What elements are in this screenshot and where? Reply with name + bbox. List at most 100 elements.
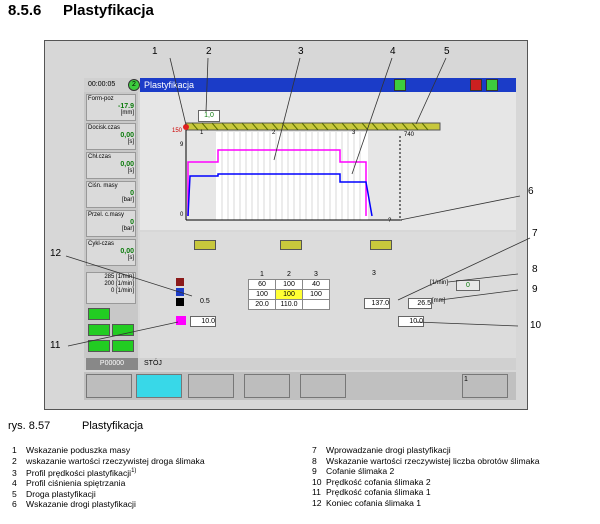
- section-heading: 8.5.6 Plastyfikacja: [8, 2, 154, 19]
- status-code: P00000: [86, 358, 138, 370]
- callout-10: 10: [530, 320, 542, 331]
- callout-1: 1: [152, 46, 158, 57]
- profile-table: 1 2 3 60 100 40 100 100 100 20.0 110.0: [248, 270, 330, 310]
- nozzle-button[interactable]: [88, 340, 110, 352]
- table-header: 3: [314, 271, 318, 278]
- softkey-injection[interactable]: [86, 374, 132, 398]
- speed-profile-line: [187, 149, 367, 216]
- callout-9: 9: [532, 284, 538, 295]
- plasticizing-plot-area: 1,0 150 740 1 2 3 9 0 ?: [140, 92, 516, 230]
- cushion-indicator: [183, 124, 189, 130]
- screw-icon: [194, 240, 216, 250]
- screw-thread: [191, 122, 429, 131]
- left-value-box: Form-poz-17.9[mm]: [86, 94, 136, 121]
- figure-caption: rys. 8.57 Plastyfikacja: [8, 420, 143, 432]
- speed-box: 285 [1/min] 200 [1/min] 0 [1/min]: [86, 272, 136, 304]
- status-text: STÓJ: [144, 360, 162, 367]
- heating-button[interactable]: [112, 340, 134, 352]
- softkey-screw-up[interactable]: [244, 374, 290, 398]
- callout-6: 6: [528, 186, 534, 197]
- window-titlebar: 00:00:05 2 Plastyfikacja: [84, 78, 516, 92]
- marker-2: 2: [272, 130, 276, 136]
- screw-icon: [370, 240, 392, 250]
- screw-icon: [280, 240, 302, 250]
- softkey-bar: 1: [84, 372, 516, 400]
- clock: 00:00:05: [84, 78, 140, 92]
- mode-badge: 2: [128, 79, 140, 91]
- table-cell[interactable]: [302, 299, 330, 310]
- table-header: 2: [287, 271, 291, 278]
- retract2-input[interactable]: 26.5: [408, 298, 432, 309]
- stroke-display: ?: [388, 218, 392, 224]
- figure-number: rys. 8.57: [8, 420, 51, 432]
- callout-3: 3: [298, 46, 304, 57]
- footnote-mark: 1): [131, 468, 137, 474]
- stop-icon[interactable]: [470, 79, 482, 91]
- callout-7: 7: [532, 228, 538, 239]
- screw-back-button[interactable]: [88, 324, 110, 336]
- retract-speed-icon: [176, 316, 186, 325]
- table-header: 1: [260, 271, 264, 278]
- stroke-input[interactable]: 137.0: [364, 298, 390, 309]
- parameter-area: 0.5 1 2 3 60 100 40 100 100 100 20.0 110…: [140, 232, 516, 358]
- actual-position-value: 1,0: [198, 110, 220, 122]
- softkey-screw-move[interactable]: [300, 374, 346, 398]
- pressure-value: 0.5: [200, 298, 210, 305]
- rpm-value: 0: [456, 280, 480, 291]
- callout-2: 2: [206, 46, 212, 57]
- callout-8: 8: [532, 264, 538, 275]
- alarm-icon[interactable]: [394, 79, 406, 91]
- callout-11: 11: [50, 340, 61, 351]
- marker-1: 1: [200, 130, 204, 136]
- profile-min-label: 0: [180, 212, 184, 218]
- callout-5: 5: [444, 46, 450, 57]
- rpm-unit: [1/min]: [430, 280, 449, 286]
- marker-3: 3: [352, 130, 356, 136]
- retract1-input[interactable]: 10.0: [190, 316, 216, 327]
- axis-start-label: 150: [172, 128, 183, 134]
- profile-background: [216, 132, 368, 220]
- callout-12: 12: [50, 248, 62, 259]
- figure-title: Plastyfikacja: [82, 420, 144, 432]
- stroke-icon: [176, 298, 184, 306]
- section-number: 8.5.6: [8, 2, 42, 19]
- pressure-profile-line: [187, 173, 373, 217]
- profile-max-label: 9: [180, 142, 184, 148]
- operator-icon[interactable]: [486, 79, 498, 91]
- column-header-last: 3: [372, 270, 376, 277]
- axis-end-label: 740: [404, 132, 415, 138]
- softkey-plasticizing[interactable]: [136, 374, 182, 398]
- softkey-nozzle[interactable]: [188, 374, 234, 398]
- softkey-page[interactable]: 1: [462, 374, 508, 398]
- section-title: Plastyfikacja: [63, 2, 154, 19]
- retract2-unit: [mm]: [432, 298, 446, 304]
- hatch: [221, 132, 361, 220]
- status-bar: P00000 STÓJ: [84, 358, 516, 370]
- pressure-icon: [176, 278, 184, 286]
- retract-end-input[interactable]: 10.0: [398, 316, 424, 327]
- window-title: Plastyfikacja: [144, 80, 195, 90]
- callout-4: 4: [390, 46, 396, 57]
- screw-forward-button[interactable]: [88, 308, 110, 320]
